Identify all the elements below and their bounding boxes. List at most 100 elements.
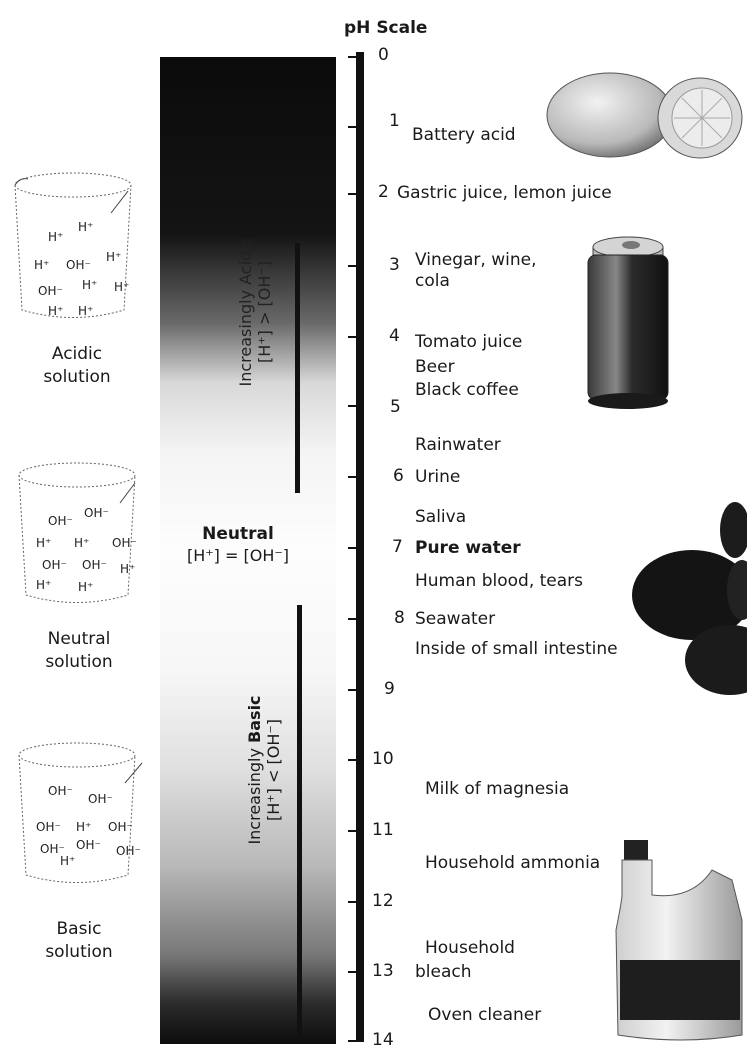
neutral-ions-icon: OH⁻OH⁻ H⁺H⁺OH⁻ OH⁻OH⁻H⁺ H⁺H⁺ <box>36 507 146 612</box>
label-tomato-juice: Tomato juice <box>415 332 522 352</box>
tick-label-8: 8 <box>394 609 405 627</box>
label-battery-acid: Battery acid <box>412 125 516 145</box>
tick-label-10: 10 <box>372 750 394 768</box>
svg-text:OH⁻: OH⁻ <box>66 258 91 272</box>
basic-bracket-line <box>297 605 302 1035</box>
svg-text:OH⁻: OH⁻ <box>76 838 101 852</box>
acidic-bracket-label: Increasingly Acidic [H⁺] > [OH⁻] <box>236 222 274 402</box>
label-urine: Urine <box>415 467 460 487</box>
svg-text:OH⁻: OH⁻ <box>108 820 133 834</box>
tick-label-0: 0 <box>378 46 389 64</box>
svg-text:H⁺: H⁺ <box>114 280 129 294</box>
tick-label-4: 4 <box>389 327 400 345</box>
svg-text:OH⁻: OH⁻ <box>36 820 61 834</box>
basic-label-l1: Basic <box>14 918 144 941</box>
label-household-ammonia: Household ammonia <box>425 853 600 873</box>
basic-solution-label: Basic solution <box>14 918 144 964</box>
label-milk-of-magnesia: Milk of magnesia <box>425 779 569 799</box>
label-oven-cleaner: Oven cleaner <box>428 1005 541 1025</box>
svg-text:H⁺: H⁺ <box>78 304 93 318</box>
svg-text:OH⁻: OH⁻ <box>112 536 137 550</box>
tick-11 <box>348 830 360 832</box>
tick-label-9: 9 <box>384 680 395 698</box>
neutral-label-l1: Neutral <box>14 628 144 651</box>
blood-cells-image <box>630 500 747 700</box>
tick-8 <box>348 618 360 620</box>
label-bleach: bleach <box>415 962 472 982</box>
svg-text:H⁺: H⁺ <box>48 230 63 244</box>
acidic-solution-label: Acidic solution <box>12 343 142 389</box>
svg-text:OH⁻: OH⁻ <box>48 514 73 528</box>
bleach-bottle-image <box>612 840 747 1045</box>
basic-bracket-label: Increasingly Basic [H⁺] < [OH⁻] <box>245 655 283 885</box>
tick-0 <box>348 56 360 58</box>
svg-text:OH⁻: OH⁻ <box>82 558 107 572</box>
ph-scale-title: pH Scale <box>344 18 427 38</box>
svg-text:OH⁻: OH⁻ <box>48 784 73 798</box>
acidic-label-line2: [H⁺] > [OH⁻] <box>255 222 274 402</box>
neutral-label-l2: solution <box>14 651 144 674</box>
label-vinegar: Vinegar, wine, <box>415 250 536 270</box>
svg-text:H⁺: H⁺ <box>36 536 51 550</box>
label-small-intestine: Inside of small intestine <box>415 639 618 659</box>
soda-can-image <box>583 225 673 413</box>
basic-label-line2: [H⁺] < [OH⁻] <box>264 655 283 885</box>
label-cola: cola <box>415 271 450 291</box>
svg-text:H⁺: H⁺ <box>78 580 93 594</box>
tick-7 <box>348 547 360 549</box>
acidic-label-l2: solution <box>12 366 142 389</box>
label-seawater: Seawater <box>415 609 495 629</box>
label-gastric-juice: Gastric juice, lemon juice <box>397 183 612 203</box>
tick-13 <box>348 971 360 973</box>
basic-label-line1: Increasingly Basic <box>245 655 264 885</box>
svg-text:H⁺: H⁺ <box>60 854 75 868</box>
svg-text:H⁺: H⁺ <box>48 304 63 318</box>
label-human-blood: Human blood, tears <box>415 571 583 591</box>
tick-9 <box>348 689 360 691</box>
tick-label-14: 14 <box>372 1031 394 1049</box>
label-household: Household <box>425 938 515 958</box>
tick-label-13: 13 <box>372 962 394 980</box>
tick-6 <box>348 476 360 478</box>
label-black-coffee: Black coffee <box>415 380 519 400</box>
svg-text:H⁺: H⁺ <box>82 278 97 292</box>
basic-label-l2: solution <box>14 941 144 964</box>
svg-text:OH⁻: OH⁻ <box>88 792 113 806</box>
label-pure-water: Pure water <box>415 538 521 558</box>
svg-text:H⁺: H⁺ <box>120 562 135 576</box>
tick-label-12: 12 <box>372 892 394 910</box>
tick-3 <box>348 265 360 267</box>
acidic-ions-icon: H⁺H⁺ H⁺OH⁻H⁺ OH⁻H⁺H⁺ H⁺H⁺ <box>34 217 144 327</box>
tick-label-1: 1 <box>389 112 400 130</box>
neutral-label: Neutral [H⁺] = [OH⁻] <box>172 523 304 567</box>
tick-label-3: 3 <box>389 256 400 274</box>
svg-text:OH⁻: OH⁻ <box>84 506 109 520</box>
svg-text:H⁺: H⁺ <box>34 258 49 272</box>
tick-14 <box>348 1040 360 1042</box>
svg-text:H⁺: H⁺ <box>78 220 93 234</box>
tick-10 <box>348 759 360 761</box>
tick-label-5: 5 <box>390 398 401 416</box>
tick-label-2: 2 <box>378 183 389 201</box>
svg-text:H⁺: H⁺ <box>36 578 51 592</box>
acidic-label-l1: Acidic <box>12 343 142 366</box>
tick-5 <box>348 405 360 407</box>
tick-label-7: 7 <box>392 538 403 556</box>
tick-1 <box>348 126 360 128</box>
svg-text:OH⁻: OH⁻ <box>116 844 141 858</box>
lemons-image <box>545 68 745 160</box>
acidic-label-line1: Increasingly Acidic <box>236 222 255 402</box>
tick-4 <box>348 336 360 338</box>
svg-text:H⁺: H⁺ <box>74 536 89 550</box>
acidic-bracket-line <box>295 243 300 493</box>
label-rainwater: Rainwater <box>415 435 501 455</box>
basic-ions-icon: OH⁻OH⁻ OH⁻H⁺OH⁻ OH⁻OH⁻OH⁻ H⁺ <box>36 773 146 883</box>
svg-text:H⁺: H⁺ <box>106 250 121 264</box>
svg-text:OH⁻: OH⁻ <box>38 284 63 298</box>
svg-text:H⁺: H⁺ <box>76 820 91 834</box>
tick-2 <box>348 193 360 195</box>
tick-label-6: 6 <box>393 467 404 485</box>
svg-text:OH⁻: OH⁻ <box>42 558 67 572</box>
neutral-word: Neutral <box>172 523 304 545</box>
neutral-solution-label: Neutral solution <box>14 628 144 674</box>
